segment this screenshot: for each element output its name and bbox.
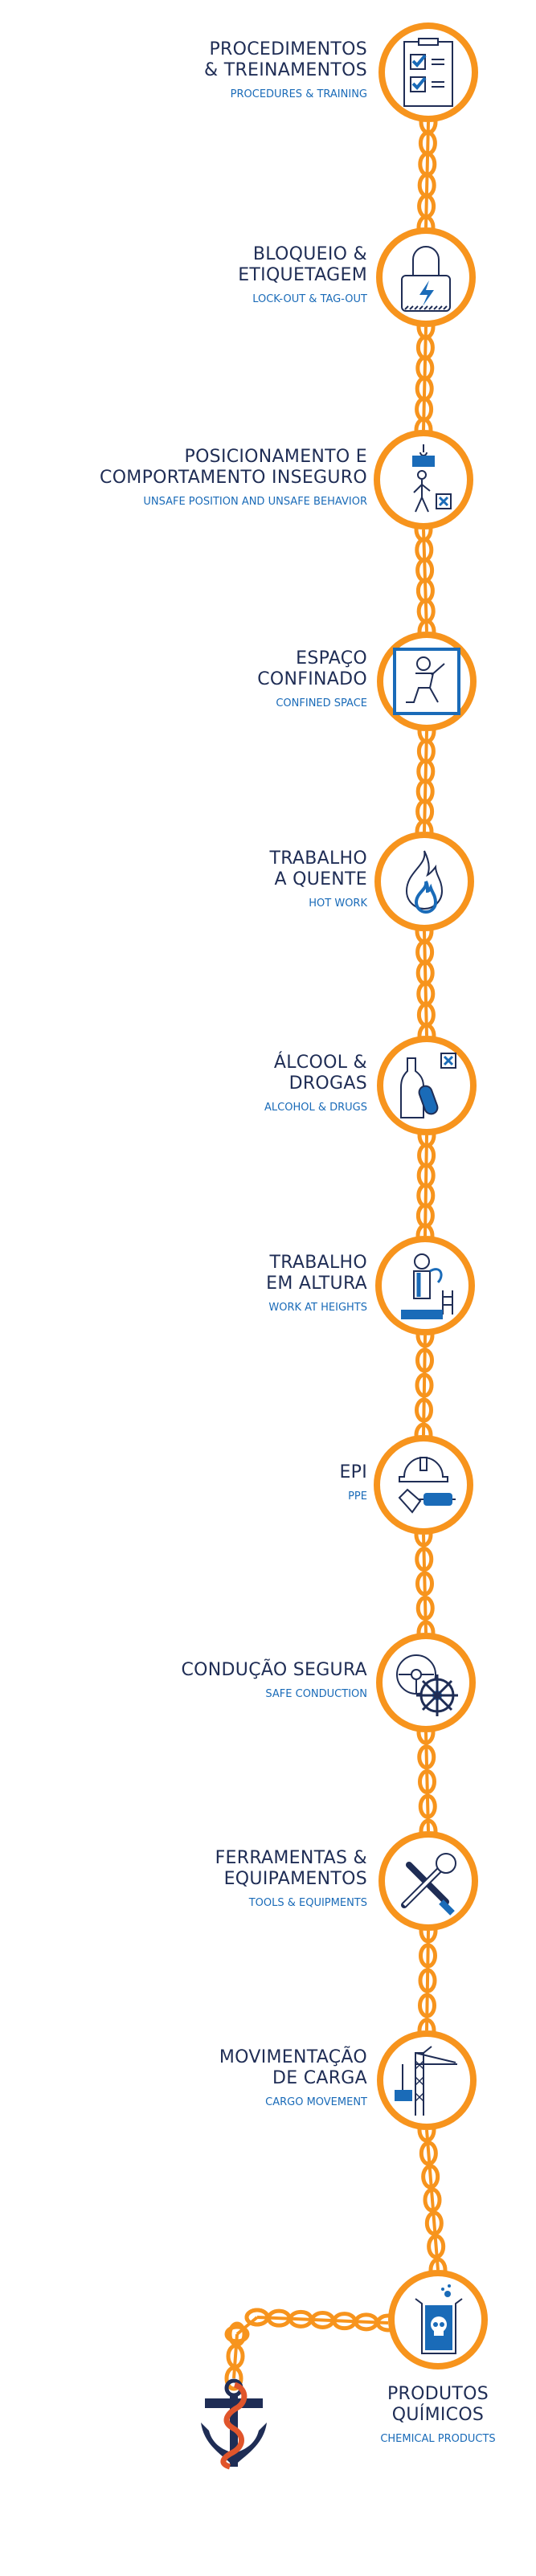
steering-wheel-helm-icon — [396, 1654, 458, 1716]
anchor-icon — [201, 2378, 267, 2470]
icon-circle — [374, 1435, 473, 1535]
chain-link — [415, 1372, 434, 1398]
item-title-line: PROCEDIMENTOS — [209, 39, 367, 59]
helmet-gloves-goggles-icon — [398, 1457, 456, 1514]
item-title-line: MOVIMENTAÇÃO — [219, 2047, 367, 2067]
chain-link — [418, 1968, 437, 1993]
clipboard-checklist-icon — [403, 38, 453, 107]
item-subtitle: TOOLS & EQUIPMENTS — [248, 1897, 367, 1909]
chain-bar — [425, 2129, 440, 2271]
chain-link — [415, 1596, 435, 1621]
icon-circle — [378, 1831, 478, 1931]
chain-bar — [422, 1335, 427, 1436]
item-title-line: EPI — [339, 1462, 367, 1482]
chain-link — [417, 1744, 436, 1770]
confined-space-worker-icon — [393, 648, 460, 715]
icon-circle — [377, 1036, 477, 1135]
chain-link — [415, 1571, 434, 1597]
icon-circle — [377, 2030, 477, 2130]
chain-link — [418, 1793, 437, 1819]
icon-circle — [374, 430, 473, 530]
item-title-line: DE CARGA — [272, 2068, 367, 2088]
padlock-icon — [401, 246, 451, 312]
chain-link — [421, 2164, 440, 2190]
item-title-line: COMPORTAMENTO INSEGURO — [100, 468, 367, 488]
item-title-line: ESPAÇO — [296, 648, 367, 669]
chain-link — [418, 1769, 436, 1794]
chain-link — [419, 2141, 438, 2166]
chain-link — [415, 1397, 433, 1423]
chain-bar — [256, 2316, 389, 2325]
chain-link — [424, 2210, 444, 2236]
chain-link — [423, 2187, 442, 2213]
item-subtitle: UNSAFE POSITION AND UNSAFE BEHAVIOR — [143, 496, 367, 508]
item-title-line: TRABALHO — [269, 848, 367, 869]
bottle-pill-icon — [400, 1053, 456, 1118]
item-title-line: CONDUÇÃO SEGURA — [181, 1660, 367, 1680]
chain-bar — [232, 2333, 239, 2379]
item-title-line: ÁLCOOL & — [273, 1053, 367, 1073]
item-subtitle: ALCOHOL & DRUGS — [264, 1102, 367, 1114]
item-subtitle: CARGO MOVEMENT — [265, 2096, 367, 2108]
chain-link — [224, 2365, 243, 2391]
item-title-line: A QUENTE — [274, 869, 367, 889]
item-title-line: FERRAMENTAS & — [215, 1848, 367, 1868]
icon-circle — [388, 2270, 488, 2370]
item-subtitle: SAFE CONDUCTION — [265, 1688, 367, 1700]
chain-link — [415, 1347, 434, 1373]
item-title-line: TRABALHO — [269, 1253, 367, 1273]
chain-link — [427, 2234, 446, 2259]
item-title-line: EM ALTURA — [266, 1274, 367, 1294]
wrench-screwdriver-icon — [401, 1853, 456, 1916]
icon-circle — [376, 1633, 476, 1732]
chemical-beaker-skull-icon — [415, 2284, 463, 2354]
chain-bar — [422, 1534, 428, 1634]
item-subtitle: WORK AT HEIGHTS — [268, 1302, 367, 1314]
item-title-line: BLOQUEIO & — [252, 244, 367, 264]
item-title-line: PRODUTOS — [387, 2384, 489, 2404]
item-subtitle: LOCK-OUT & TAG-OUT — [252, 293, 367, 305]
crane-cargo-icon — [395, 2046, 457, 2116]
chain-link — [415, 1547, 434, 1572]
item-subtitle: HOT WORK — [309, 898, 367, 910]
suspended-load-worker-icon — [412, 444, 452, 513]
item-subtitle: PPE — [348, 1490, 367, 1503]
icon-circle — [374, 832, 474, 931]
harness-worker-icon — [401, 1253, 453, 1319]
item-subtitle: CONFINED SPACE — [276, 697, 367, 709]
item-title-line: ETIQUETAGEM — [238, 265, 367, 285]
item-subtitle: CHEMICAL PRODUCTS — [380, 2433, 496, 2445]
chain-link — [244, 2308, 270, 2327]
item-title-line: & TREINAMENTOS — [203, 60, 367, 80]
item-title-line: EQUIPAMENTOS — [223, 1869, 367, 1889]
icon-circle — [378, 22, 478, 122]
item-title-line: CONFINADO — [257, 669, 367, 689]
chain-bar — [425, 1930, 430, 2031]
chain-bar — [235, 2316, 259, 2336]
icon-circle — [376, 227, 476, 327]
item-title-line: DROGAS — [288, 1073, 367, 1094]
icon-circle — [377, 632, 477, 731]
item-title-line: POSICIONAMENTO E — [184, 447, 367, 467]
chain-link — [419, 1943, 437, 1969]
icon-circle — [375, 1236, 475, 1335]
chain-link — [418, 1993, 436, 2018]
chain-bar — [424, 1732, 430, 1832]
item-title-line: QUÍMICOS — [391, 2405, 485, 2425]
item-subtitle: PROCEDURES & TRAINING — [230, 88, 367, 100]
flame-icon — [405, 850, 444, 914]
